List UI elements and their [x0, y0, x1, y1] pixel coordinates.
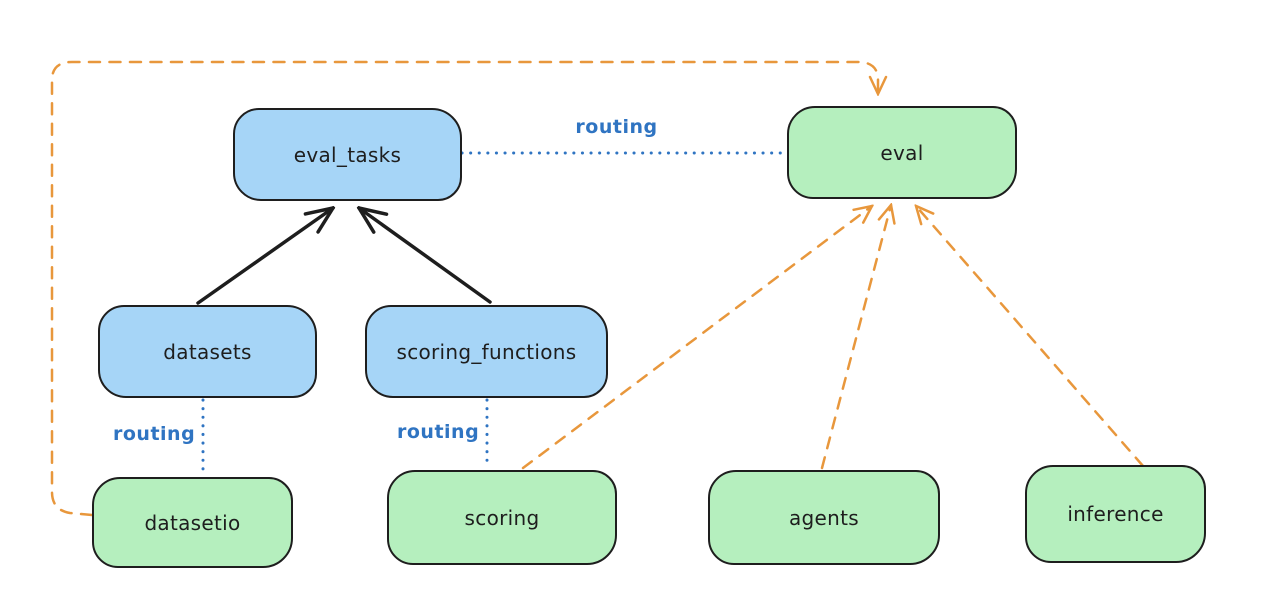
edge-datasetio-to-eval	[50, 60, 878, 517]
edge-datasets-to-eval_tasks	[196, 208, 333, 305]
edge-label-routing-scoring_functions-scoring: routing	[397, 421, 480, 443]
node-inference-label: inference	[1067, 502, 1164, 526]
node-agents: agents	[708, 470, 940, 565]
edge-agents-to-eval	[820, 205, 891, 470]
edge-scoring_functions-to-eval_tasks	[359, 208, 492, 304]
node-scoring_functions-label: scoring_functions	[396, 339, 577, 364]
node-inference: inference	[1025, 465, 1206, 563]
node-scoring_functions: scoring_functions	[365, 305, 608, 398]
node-datasets-label: datasets	[163, 339, 252, 364]
node-scoring: scoring	[387, 470, 617, 565]
edge-scoring-to-eval	[521, 206, 872, 470]
node-datasetio: datasetio	[92, 477, 293, 568]
edge-label-routing-eval_tasks-eval: routing	[575, 116, 658, 138]
node-eval_tasks: eval_tasks	[233, 108, 462, 201]
node-eval_tasks-label: eval_tasks	[293, 142, 402, 167]
node-datasets: datasets	[98, 305, 317, 398]
node-scoring-label: scoring	[464, 505, 540, 530]
edge-inference-to-eval	[916, 206, 1145, 468]
node-agents-label: agents	[789, 505, 859, 530]
node-eval-label: eval	[880, 140, 924, 165]
edge-label-routing-datasets-datasetio: routing	[113, 423, 196, 445]
node-datasetio-label: datasetio	[144, 510, 241, 535]
node-eval: eval	[787, 106, 1017, 199]
